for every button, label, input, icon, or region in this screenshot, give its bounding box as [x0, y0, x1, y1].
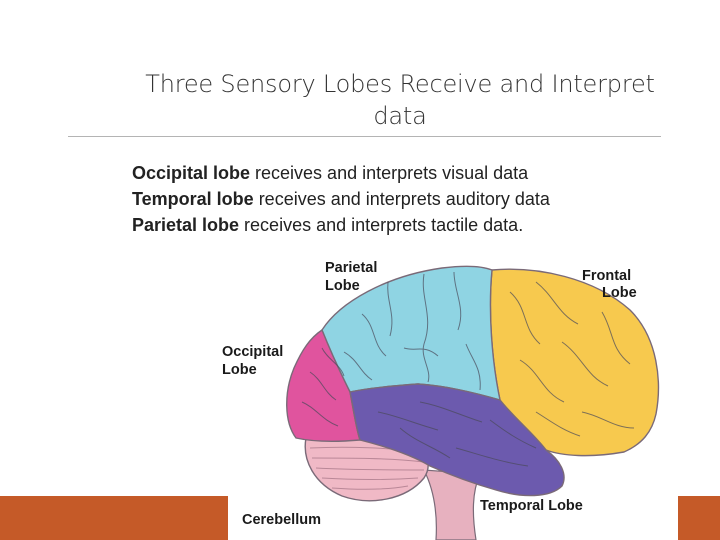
label-cerebellum: Cerebellum	[242, 512, 321, 528]
label-occipital-1: Occipital	[222, 344, 283, 360]
label-parietal-1: Parietal	[325, 260, 377, 276]
label-frontal-1: Frontal	[582, 268, 631, 284]
bullet-parietal: Parietal lobe receives and interprets ta…	[132, 212, 712, 238]
bullet-lobe-name: Temporal lobe	[132, 189, 254, 209]
bullet-text: receives and interprets auditory data	[253, 189, 550, 209]
label-parietal-2: Lobe	[325, 278, 360, 294]
temporal-lobe	[349, 383, 565, 497]
bullet-lobe-name: Parietal lobe	[132, 215, 240, 235]
bullet-lobe-name: Occipital lobe	[132, 163, 251, 183]
title-divider	[68, 136, 661, 137]
bullet-text: receives and interprets tactile data.	[239, 215, 524, 235]
brain-diagram: Parietal Lobe Frontal Lobe Occipital Lob…	[210, 252, 670, 540]
label-frontal-2: Lobe	[602, 285, 637, 301]
bullet-list: Occipital lobe receives and interprets v…	[132, 160, 712, 238]
bullet-temporal: Temporal lobe receives and interprets au…	[132, 186, 712, 212]
bullet-text: receives and interprets visual data	[250, 163, 529, 183]
slide-title: Three Sensory Lobes Receive and Interpre…	[145, 70, 655, 130]
label-occipital-2: Lobe	[222, 362, 257, 378]
brainstem	[422, 469, 481, 540]
occipital-lobe	[286, 328, 361, 443]
label-temporal: Temporal Lobe	[480, 498, 583, 514]
cortex-folds	[301, 271, 635, 467]
bullet-occipital: Occipital lobe receives and interprets v…	[132, 160, 712, 186]
